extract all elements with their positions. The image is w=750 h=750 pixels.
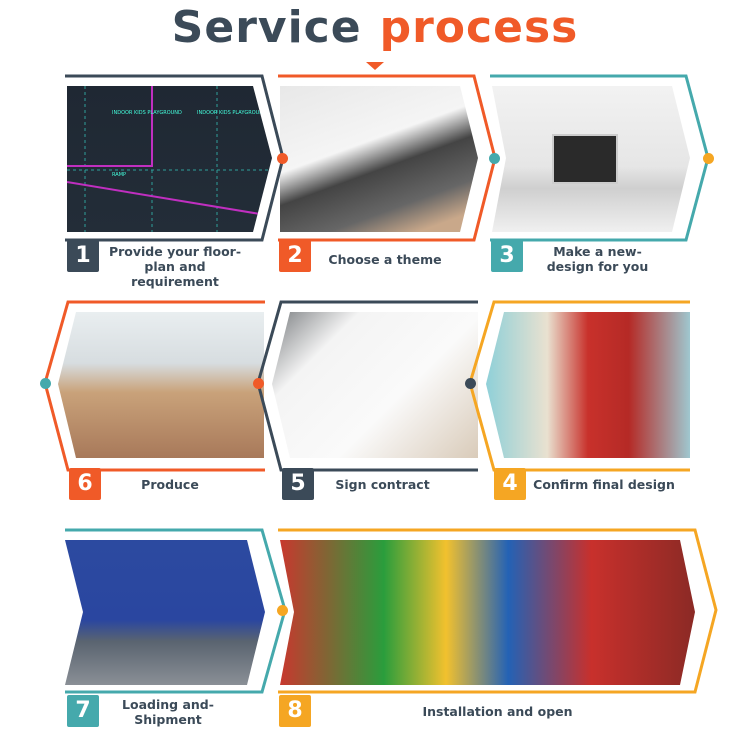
step-5-label: Sign contract — [335, 477, 430, 492]
step-2-label: Choose a theme — [328, 252, 442, 267]
step-4-badge: 4 — [494, 468, 526, 500]
svg-text:RAMP: RAMP — [112, 172, 126, 178]
step-2-photo — [280, 86, 478, 232]
connector-dot — [489, 153, 500, 164]
step-1-label: Provide your floor-plan and requirement — [108, 244, 242, 289]
step-7-label: Loading and-Shipment — [122, 697, 214, 727]
step-6-photo — [58, 312, 264, 458]
step-6-label: Produce — [141, 477, 199, 492]
svg-text:INDOOR KIDS PLAYGROUND: INDOOR KIDS PLAYGROUND — [197, 110, 267, 116]
step-7-badge: 7 — [67, 695, 99, 727]
connector-dot — [277, 605, 288, 616]
title-part-1: Service — [171, 2, 362, 53]
connector-dot — [703, 153, 714, 164]
step-6-badge: 6 — [69, 468, 101, 500]
step-3-badge: 3 — [491, 240, 523, 272]
step-8-label: Installation and open — [422, 704, 573, 719]
connector-dot — [465, 378, 476, 389]
connector-dot — [253, 378, 264, 389]
step-5-photo — [272, 312, 478, 458]
connector-dot — [277, 153, 288, 164]
step-8-photo — [280, 540, 695, 685]
step-3-label: Make a new-design for you — [546, 244, 649, 274]
step-4-photo — [486, 312, 690, 458]
step-2-badge: 2 — [279, 240, 311, 272]
step-5-badge: 5 — [282, 468, 314, 500]
step-8-badge: 8 — [279, 695, 311, 727]
svg-text:INDOOR KIDS PLAYGROUND: INDOOR KIDS PLAYGROUND — [112, 110, 182, 116]
page-title: Service process — [0, 2, 750, 53]
step-1-photo: INDOOR KIDS PLAYGROUND INDOOR KIDS PLAYGR… — [67, 86, 272, 232]
step-4-label: Confirm final design — [533, 477, 675, 492]
connector-dot — [40, 378, 51, 389]
step-1-badge: 1 — [67, 240, 99, 272]
title-pointer — [366, 62, 384, 70]
title-part-2: process — [379, 2, 579, 53]
step-3-photo — [492, 86, 690, 232]
step-7-photo — [65, 540, 265, 685]
